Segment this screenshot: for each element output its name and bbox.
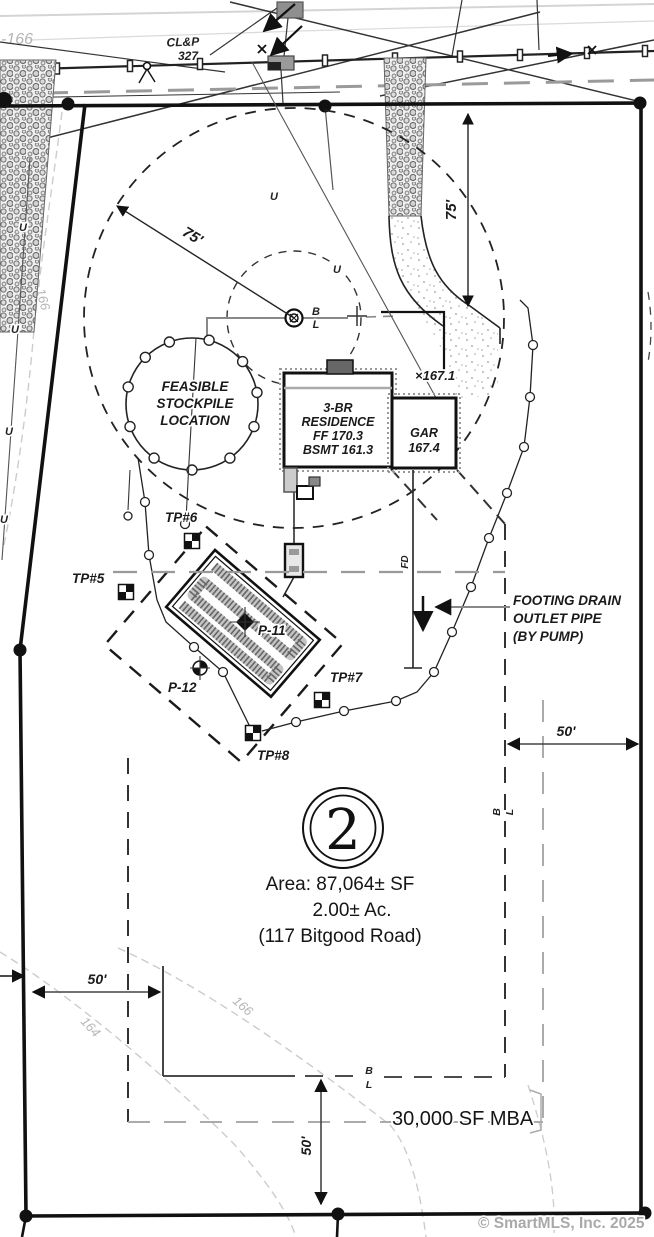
watermark: © SmartMLS, Inc. 2025 <box>478 1215 645 1232</box>
well-radius-dim-label: 75' <box>179 224 206 249</box>
survey-cross-tick <box>347 306 367 326</box>
perc-test-p12-symbol <box>190 656 210 680</box>
pole-equipment-boxes <box>209 1 304 104</box>
leader-arrow <box>269 25 303 57</box>
lot-number-badge <box>302 787 384 869</box>
building-line-symbol-b: B <box>365 1065 373 1077</box>
test-pit-label-tp8: TP#8 <box>257 748 290 763</box>
residence-label-line3: FF 170.3 <box>313 429 363 443</box>
marker-chain-right <box>261 299 539 732</box>
marker-chain-left <box>137 457 254 734</box>
underground-utility-lines <box>1 61 459 561</box>
parking-pad-edge <box>381 310 446 372</box>
u-marker: U <box>5 426 14 438</box>
road-centerline <box>0 78 654 96</box>
building-line-symbol-rotated: B L <box>489 806 518 818</box>
lot-area-ac: 2.00± Ac. <box>312 900 391 921</box>
footing-drain-pipe <box>404 470 510 669</box>
svg-text:B: B <box>491 808 503 816</box>
residence-label-line4: BSMT 161.3 <box>303 443 373 457</box>
footing-drain-pipe-label: FD <box>400 555 411 568</box>
property-boundary <box>0 101 646 1237</box>
stone-wall-left <box>0 59 57 333</box>
test-pit-symbols <box>117 532 331 742</box>
building-line-symbol-l: L <box>366 1079 372 1091</box>
test-pit-label-tp5: TP#5 <box>72 571 105 586</box>
mba-label: 30,000 SF MBA <box>392 1108 534 1130</box>
residence-label-line2: RESIDENCE <box>302 415 376 429</box>
perc-test-p11-label: P-11 <box>258 623 286 638</box>
x-marks <box>257 44 597 55</box>
spot-elevation-label: ×167.1 <box>415 368 455 383</box>
stockpile-area <box>122 334 263 530</box>
test-pit-label-tp6: TP#6 <box>165 510 198 525</box>
contour-lines <box>0 3 654 1237</box>
building-setback-lines <box>113 468 544 1134</box>
well-radius-dimension <box>115 205 295 319</box>
footing-drain-note-line2: OUTLET PIPE <box>513 611 603 626</box>
side-yard-dim-label: 50' <box>557 723 577 739</box>
overhead-utility-line <box>0 44 654 75</box>
driveway-gravel <box>389 216 498 398</box>
stockpile-label-line1: FEASIBLE <box>162 379 230 394</box>
garage-label-line2: 167.4 <box>408 441 439 455</box>
residence-label-line1: 3-BR <box>323 401 352 415</box>
u-marker: U <box>270 191 279 203</box>
rear-yard-dim-label: 50' <box>298 1136 314 1156</box>
reserve-area-outline <box>102 524 345 764</box>
lot-address: (117 Bitgood Road) <box>258 926 421 947</box>
u-marker: U <box>333 264 342 276</box>
u-marker: U <box>0 514 9 526</box>
lot-area-sf: Area: 87,064± SF <box>266 874 415 895</box>
road-edges <box>0 0 654 151</box>
flow-arrow <box>547 46 574 64</box>
stockpile-label-line3: LOCATION <box>160 413 230 428</box>
building-line-symbol-b: B <box>312 306 320 318</box>
test-pit-label-tp7: TP#7 <box>330 670 364 685</box>
leaching-field-inner <box>171 555 315 692</box>
u-marker: U <box>19 222 28 234</box>
pole-label-line1: CL&P <box>166 34 200 49</box>
offsite-dashed-arc <box>647 291 652 363</box>
boundary-corner-markers <box>0 92 652 1223</box>
front-yard-dim-label: 50' <box>88 971 108 987</box>
perc-test-p12-label: P-12 <box>168 680 197 695</box>
pole-label-line2: 327 <box>178 49 199 63</box>
contour-label-166-bottom: 166 <box>230 993 257 1019</box>
contour-label-164-bottom: 164 <box>78 1014 104 1040</box>
garage-label-line1: GAR <box>410 426 438 440</box>
leader-arrow <box>262 3 296 33</box>
utility-pole <box>138 61 156 84</box>
garage-building <box>387 393 461 473</box>
driveway-depth-dim-label: 75' <box>443 199 460 220</box>
stockpile-label-line2: STOCKPILE <box>156 396 234 411</box>
footing-drain-note-line3: (BY PUMP) <box>513 629 584 644</box>
u-marker: U <box>11 324 20 336</box>
svg-text:L: L <box>504 809 516 815</box>
stone-wall-center <box>383 57 427 217</box>
building-line-symbol-l: L <box>313 319 320 331</box>
septic-field-group <box>102 524 345 764</box>
footing-drain-note-line1: FOOTING DRAIN <box>513 593 621 608</box>
lot-number: 2 <box>325 798 361 863</box>
perc-test-p11-symbol <box>230 607 260 637</box>
